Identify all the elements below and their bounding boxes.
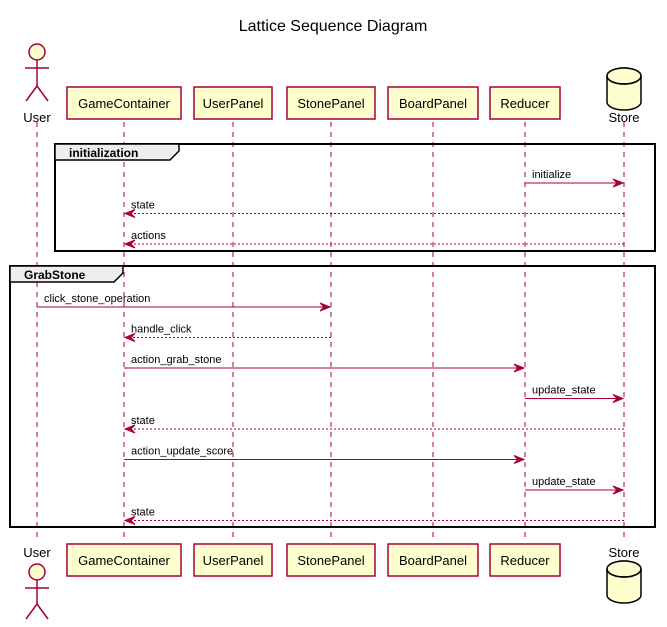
actor-head [28,43,46,61]
message-1-7: state [123,507,624,525]
participant-bp-top: BoardPanel [387,86,479,120]
actor-head [28,563,46,581]
message-0-0: initialize [525,169,625,188]
participant-label: StonePanel [297,96,364,111]
participant-box [387,543,479,577]
message-1-0: click_stone_operation [37,293,332,312]
actor-leg-left [25,603,38,620]
message-label: action_grab_stone [131,354,222,366]
actor-leg-right [36,603,49,620]
messages-layer: initialize state actions click_stone_operat… [37,169,625,525]
participant-box [286,86,376,120]
message-0-1: state [123,200,624,218]
group-label-tab [9,265,124,283]
participant-up-top: UserPanel [193,86,273,120]
message-label: action_update_score [131,446,233,458]
actor-leg-left [25,85,38,102]
participant-st-bottom: Store [606,545,642,604]
participant-user-bottom: User [23,545,51,620]
participant-label: User [23,545,51,560]
participant-sp-top: StonePanel [286,86,376,120]
participant-label: StonePanel [297,553,364,568]
participant-box [489,543,561,577]
participant-box [387,86,479,120]
message-arrowhead [612,178,625,188]
group-frame-border [54,143,656,252]
participant-gc-bottom: GameContainer [66,543,182,577]
participant-label: UserPanel [203,553,264,568]
message-label: update_state [532,385,596,397]
participant-label: Store [608,545,639,560]
participant-gc-top: GameContainer [66,86,182,120]
participant-sp-bottom: StonePanel [286,543,376,577]
participant-label: GameContainer [78,96,170,111]
diagram-title: Lattice Sequence Diagram [239,18,428,35]
message-1-4: state [123,415,624,434]
message-1-3: update_state [525,385,625,403]
participant-label: BoardPanel [399,553,467,568]
message-1-2: action_grab_stone [124,354,526,373]
participant-label: Reducer [500,96,550,111]
message-label: initialize [532,169,571,181]
message-arrowhead [319,302,332,312]
message-arrowhead [123,239,136,249]
message-arrowhead [513,363,526,373]
participant-box [66,86,182,120]
group-label-tab [54,143,180,161]
message-label: handle_click [131,324,192,336]
participant-re-bottom: Reducer [489,543,561,577]
database-rim [606,568,642,578]
participant-label: UserPanel [203,96,264,111]
message-arrowhead [123,516,136,525]
group-frame-1: GrabStone [9,265,656,528]
message-1-1: handle_click [123,324,331,342]
message-arrowhead [123,333,136,342]
message-1-5: action_update_score [124,446,526,464]
group-label: GrabStone [24,268,86,282]
message-arrowhead [612,394,625,403]
participant-box [286,543,376,577]
participant-st-top: Store [606,67,642,125]
message-label: update_state [532,476,596,488]
message-1-6: update_state [525,476,625,495]
participant-box [193,543,273,577]
message-label: click_stone_operation [44,293,150,305]
participant-label: Reducer [500,553,550,568]
group-frame-0: initialization [54,143,656,252]
message-arrowhead [612,485,625,495]
message-0-2: actions [123,230,624,249]
message-label: actions [131,230,166,242]
participant-label: User [23,110,51,125]
participant-label: GameContainer [78,553,170,568]
participant-label: BoardPanel [399,96,467,111]
message-label: state [131,507,155,519]
participants-layer: UserUserGameContainerGameContainerUserPa… [23,43,642,620]
participant-user-top: User [23,43,51,125]
participant-re-top: Reducer [489,86,561,120]
group-label: initialization [69,146,138,160]
participant-up-bottom: UserPanel [193,543,273,577]
message-arrowhead [513,455,526,464]
participant-bp-bottom: BoardPanel [387,543,479,577]
message-label: state [131,415,155,427]
message-label: state [131,200,155,212]
participant-box [193,86,273,120]
database-rim [606,75,642,85]
message-arrowhead [123,424,136,434]
actor-leg-right [36,85,49,102]
group-frame-border [9,265,656,528]
participant-box [489,86,561,120]
participant-label: Store [608,110,639,125]
participant-box [66,543,182,577]
message-arrowhead [123,209,136,218]
